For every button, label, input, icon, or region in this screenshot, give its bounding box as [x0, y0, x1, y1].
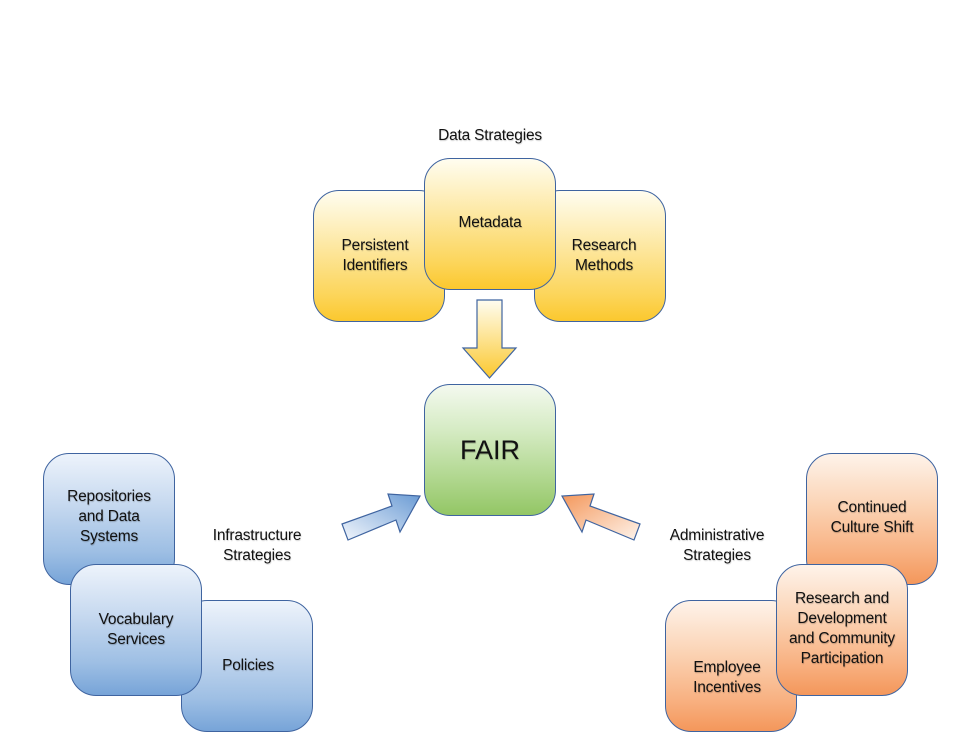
data-strategies-title: Data Strategies: [438, 127, 542, 144]
administrative-strategies-title: Administrative Strategies: [669, 527, 765, 564]
policies-label: Policies: [222, 657, 274, 674]
employee-incentives-label: Employee Incentives: [693, 659, 761, 696]
continued-culture-shift-label: Continued Culture Shift: [830, 499, 914, 536]
arrow-up-left-icon: [561, 493, 641, 541]
research-methods-label: Research Methods: [571, 237, 637, 274]
fair-label: FAIR: [459, 435, 520, 465]
repositories-label: Repositories and Data Systems: [67, 488, 151, 545]
research-development-label: Research and Development and Community P…: [789, 590, 895, 667]
metadata-box: Metadata: [424, 158, 556, 290]
research-development-box: Research and Development and Community P…: [776, 564, 908, 696]
arrow-up-right-icon: [341, 493, 421, 541]
vocabulary-services-box: Vocabulary Services: [70, 564, 202, 696]
research-methods-box: Research Methods: [534, 190, 666, 322]
persistent-identifiers-label: Persistent Identifiers: [341, 237, 409, 274]
repositories-box: Repositories and Data Systems: [43, 453, 175, 585]
metadata-label: Metadata: [458, 214, 522, 231]
arrow-down-icon: [461, 299, 518, 379]
infrastructure-strategies-title: Infrastructure Strategies: [212, 527, 302, 564]
vocabulary-services-label: Vocabulary Services: [98, 611, 174, 648]
continued-culture-shift-box: Continued Culture Shift: [806, 453, 938, 585]
persistent-identifiers-box: Persistent Identifiers: [313, 190, 445, 322]
fair-center-box: FAIR: [424, 384, 556, 516]
employee-incentives-box: Employee Incentives: [665, 600, 797, 732]
